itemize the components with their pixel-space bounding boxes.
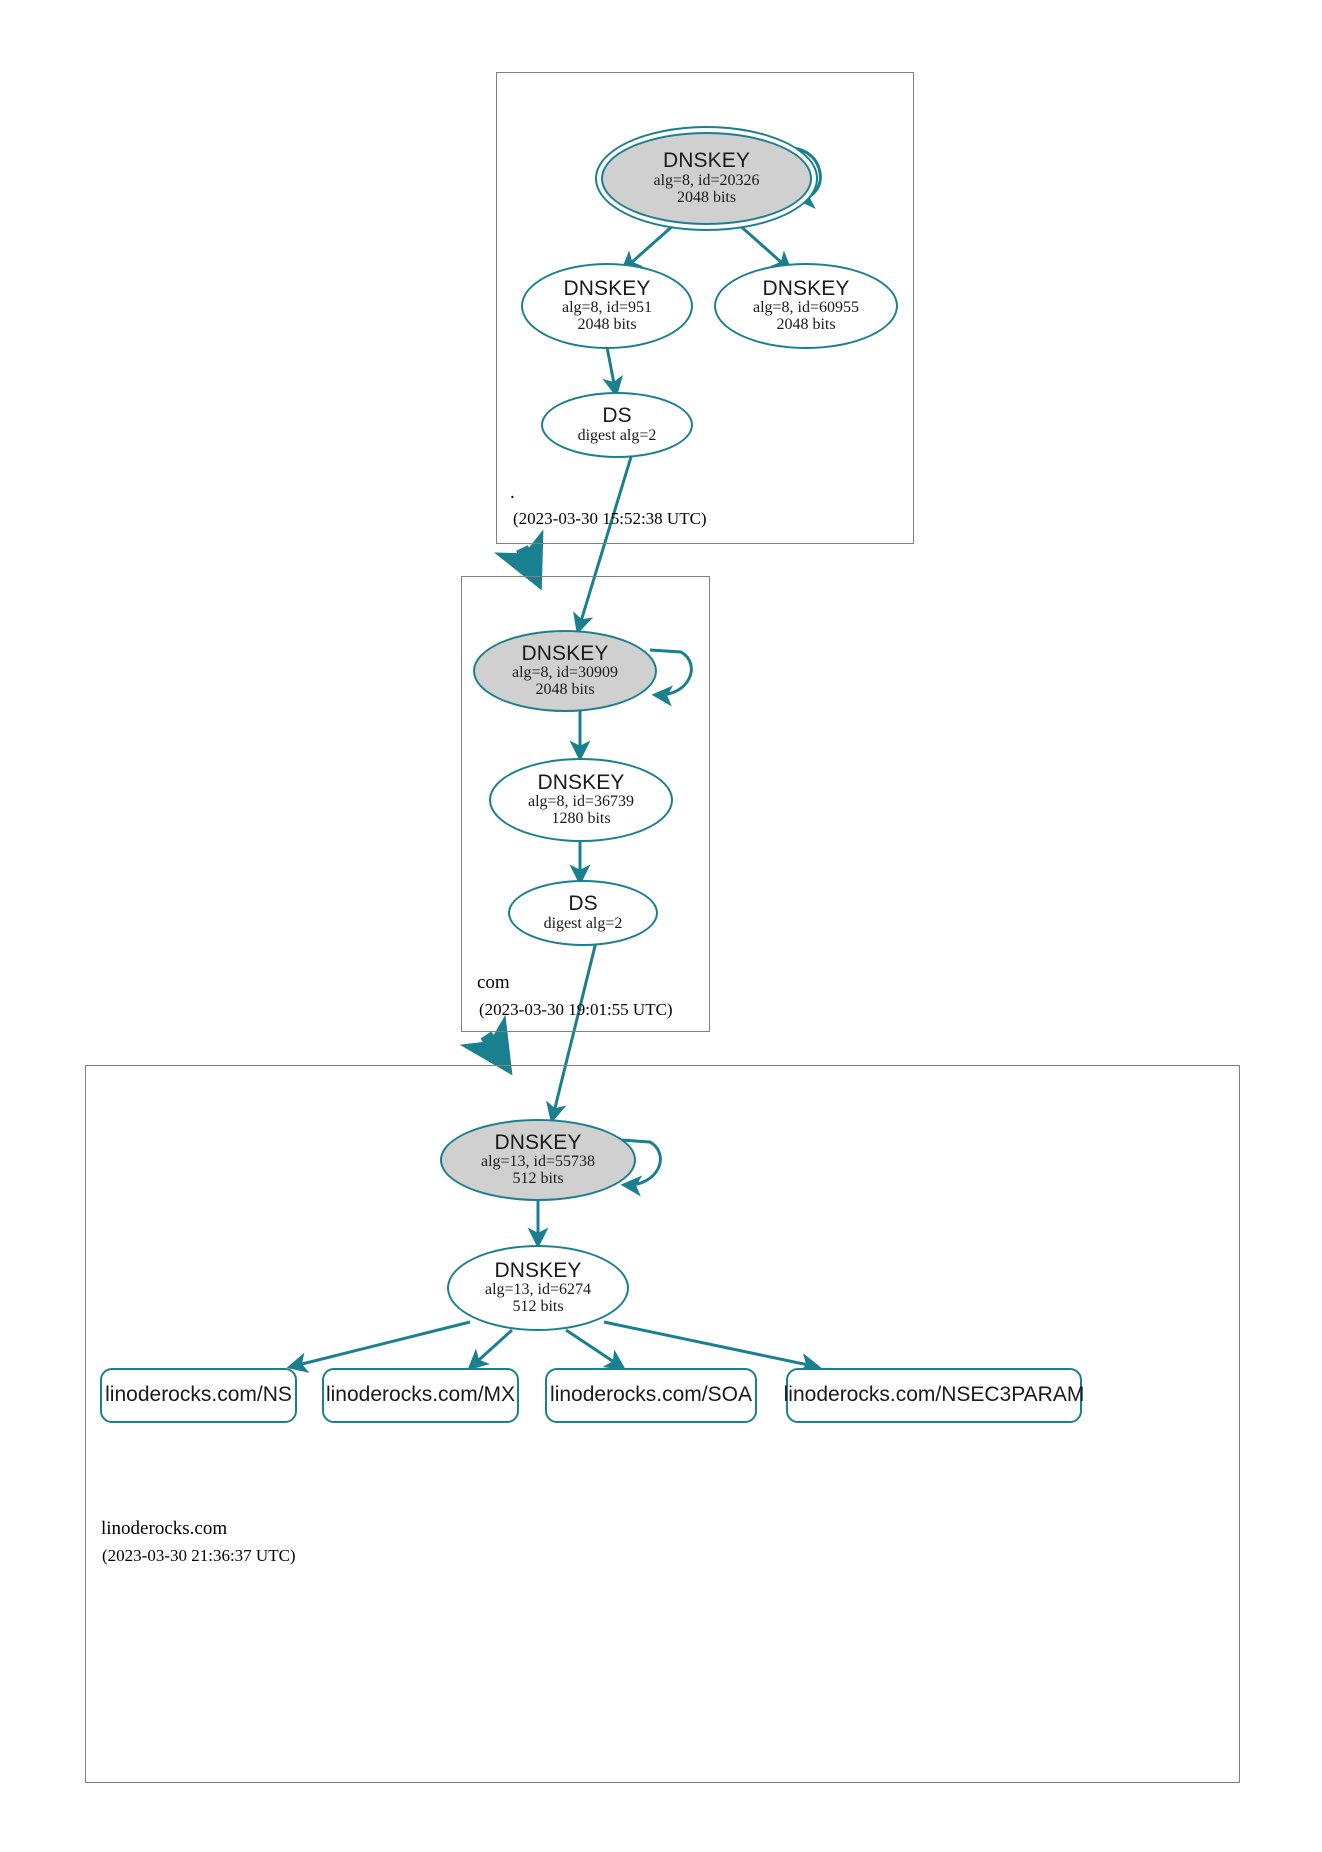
zone-box-root: [496, 72, 914, 544]
node-title: DS: [602, 404, 632, 428]
node-params: alg=13, id=55738: [480, 1153, 596, 1171]
rrset-label: linoderocks.com/SOA: [550, 1383, 752, 1407]
node-keysize: 2048 bits: [577, 316, 637, 334]
edge-zone-root-to-com: [493, 529, 544, 591]
node-params: digest alg=2: [543, 914, 623, 932]
zone-timestamp-root: (2023-03-30 15:52:38 UTC): [513, 509, 707, 528]
node-root-ksk[interactable]: DNSKEY alg=8, id=20326 2048 bits: [601, 132, 812, 225]
zone-label-root: .: [510, 482, 515, 503]
node-root-dnskey-951[interactable]: DNSKEY alg=8, id=951 2048 bits: [521, 263, 693, 349]
node-com-ksk[interactable]: DNSKEY alg=8, id=30909 2048 bits: [473, 630, 657, 712]
node-params: alg=8, id=30909: [511, 664, 619, 682]
zone-box-com: [461, 576, 710, 1032]
node-keysize: 2048 bits: [676, 188, 737, 206]
rrset-nsec3param[interactable]: linoderocks.com/NSEC3PARAM: [783, 1368, 1085, 1423]
node-title: DNSKEY: [663, 149, 750, 173]
node-root-dnskey-60955[interactable]: DNSKEY alg=8, id=60955 2048 bits: [714, 263, 898, 349]
rrset-label: linoderocks.com/NSEC3PARAM: [783, 1383, 1085, 1407]
node-keysize: 512 bits: [512, 1170, 564, 1188]
zone-timestamp-linoderocks: (2023-03-30 21:36:37 UTC): [102, 1546, 296, 1565]
node-params: digest alg=2: [577, 426, 657, 444]
node-params: alg=8, id=20326: [653, 171, 760, 189]
rrset-ns[interactable]: linoderocks.com/NS: [100, 1368, 297, 1423]
node-com-zsk[interactable]: DNSKEY alg=8, id=36739 1280 bits: [489, 758, 673, 842]
node-params: alg=8, id=951: [561, 299, 653, 317]
zone-label-com: com: [477, 972, 510, 993]
node-params: alg=8, id=60955: [752, 299, 860, 317]
node-params: alg=8, id=36739: [527, 793, 635, 811]
rrset-mx[interactable]: linoderocks.com/MX: [322, 1368, 519, 1423]
node-title: DNSKEY: [494, 1258, 582, 1282]
node-title: DS: [568, 892, 598, 916]
node-root-ds[interactable]: DS digest alg=2: [541, 392, 693, 458]
node-params: alg=13, id=6274: [484, 1281, 592, 1299]
node-linoderocks-ksk[interactable]: DNSKEY alg=13, id=55738 512 bits: [440, 1119, 636, 1201]
node-title: DNSKEY: [521, 641, 609, 665]
node-keysize: 2048 bits: [776, 316, 836, 334]
node-keysize: 512 bits: [512, 1298, 564, 1316]
node-title: DNSKEY: [537, 770, 625, 794]
zone-box-linoderocks: [85, 1065, 1240, 1783]
rrset-label: linoderocks.com/MX: [325, 1383, 516, 1407]
node-linoderocks-zsk[interactable]: DNSKEY alg=13, id=6274 512 bits: [447, 1245, 629, 1331]
rrset-soa[interactable]: linoderocks.com/SOA: [545, 1368, 757, 1423]
rrset-label: linoderocks.com/NS: [105, 1383, 292, 1407]
edge-zone-com-to-linoderocks: [459, 1014, 513, 1076]
node-title: DNSKEY: [762, 276, 850, 300]
node-com-ds[interactable]: DS digest alg=2: [508, 880, 658, 946]
zone-label-linoderocks: linoderocks.com: [101, 1518, 228, 1539]
zone-timestamp-com: (2023-03-30 19:01:55 UTC): [479, 1000, 673, 1019]
node-title: DNSKEY: [494, 1130, 582, 1154]
node-title: DNSKEY: [563, 276, 651, 300]
node-keysize: 2048 bits: [535, 681, 595, 699]
node-keysize: 1280 bits: [551, 810, 611, 828]
